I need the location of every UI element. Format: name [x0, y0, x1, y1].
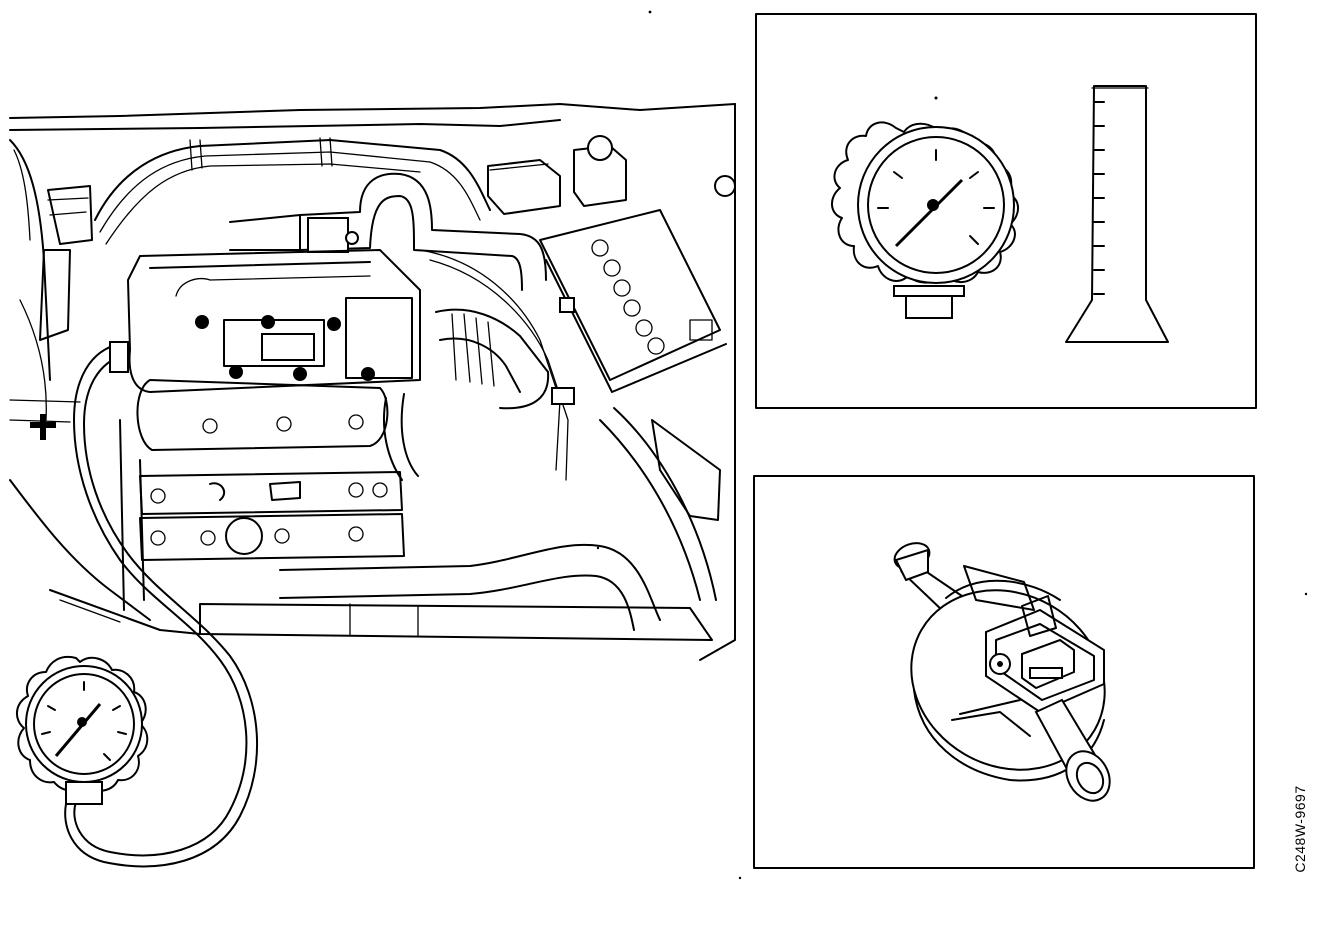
pressure-gauge-large	[16, 656, 149, 805]
pressure-gauge-small	[831, 96, 1019, 319]
print-specks	[596, 10, 1308, 880]
panel-gauge-cylinder	[755, 13, 1257, 409]
figure-reference-code: C248W-9697	[1292, 785, 1308, 873]
panel-vacuum-valve	[753, 475, 1255, 869]
vacuum-valve	[893, 542, 1111, 802]
measuring-cylinder	[1065, 85, 1169, 343]
engine-bay-illustration	[9, 103, 736, 661]
gauge-hose	[64, 341, 259, 868]
